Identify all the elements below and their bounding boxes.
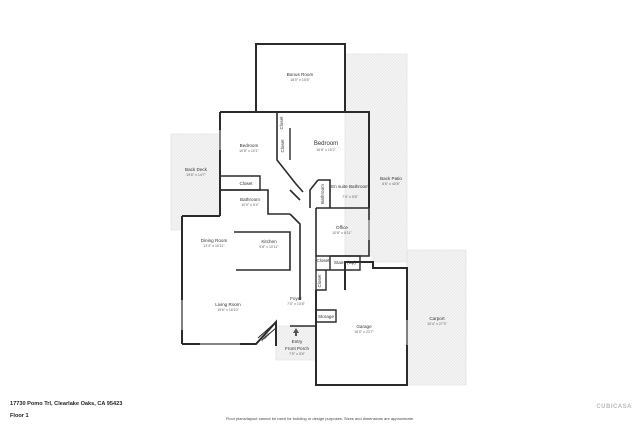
label-bedroom-main: Bedroom bbox=[314, 141, 338, 147]
disclaimer-text: Floor plans/layout cannot be used for bu… bbox=[225, 416, 415, 421]
storage-walls bbox=[316, 309, 337, 323]
label-closet-3: Closet bbox=[316, 258, 330, 263]
label-stairs: Stairs (Up) bbox=[334, 260, 356, 265]
label-closet-2: Closet bbox=[239, 181, 253, 186]
bath-walls bbox=[220, 189, 290, 215]
dims-back-deck: 19'6" x 14'7" bbox=[186, 173, 206, 177]
label-garage: Garage bbox=[356, 324, 372, 329]
back-patio-area bbox=[344, 53, 408, 263]
floor-label: Floor 1 bbox=[10, 413, 29, 419]
dims-carport: 10'4" x 27'3" bbox=[427, 322, 447, 326]
label-front-porch: Front Porch bbox=[285, 346, 309, 351]
label-back-deck: Back Deck bbox=[185, 167, 208, 172]
dims-office: 10'8" x 8'11" bbox=[332, 231, 352, 235]
room-labels: Bonus Room 18'0" x 15'6" Bedroom 16'8" x… bbox=[185, 72, 448, 356]
label-back-patio: Back Patio bbox=[380, 176, 402, 181]
entry-arrow-icon bbox=[293, 328, 299, 336]
hall-walls bbox=[289, 189, 301, 270]
label-dining-room: Dining Room bbox=[201, 238, 228, 243]
label-closet-1: Closet bbox=[279, 116, 284, 130]
entry-steps bbox=[257, 321, 277, 341]
foyer-walls bbox=[290, 270, 316, 327]
ensuite-walls bbox=[309, 179, 369, 209]
label-office: Office bbox=[336, 225, 348, 230]
dims-bathroom: 10'0" x 5'4" bbox=[241, 203, 259, 207]
label-bedroom-2: Bedroom bbox=[240, 143, 259, 148]
bedroom-divider bbox=[276, 112, 304, 193]
dining-walls bbox=[181, 215, 220, 344]
dims-dining-room: 13'4" x 10'11" bbox=[203, 244, 225, 248]
walls bbox=[181, 43, 408, 386]
label-closet-1b: Closet bbox=[280, 139, 285, 153]
closet-4-walls bbox=[315, 270, 327, 291]
label-entry: Entry bbox=[292, 339, 303, 344]
dims-living-room: 19'6" x 16'10" bbox=[217, 308, 239, 312]
dims-foyer: 7'5" x 10'8" bbox=[287, 302, 305, 306]
dims-front-porch: 7'5" x 5'8" bbox=[289, 352, 305, 356]
label-ensuite: En suite Bathroom bbox=[331, 184, 369, 189]
dims-bonus-room: 18'0" x 15'6" bbox=[290, 78, 310, 82]
dims-garage: 18'0" x 23'7" bbox=[354, 330, 374, 334]
label-foyer: Foyer bbox=[290, 296, 302, 301]
property-address: 17730 Pomo Trl, Clearlake Oaks, CA 95423 bbox=[10, 401, 123, 407]
dims-ensuite: 7'4" x 5'8" bbox=[342, 195, 358, 199]
upper-bedroom-walls bbox=[220, 111, 370, 208]
dims-kitchen: 9'8" x 10'11" bbox=[259, 245, 279, 249]
dims-bedroom-main: 16'8" x 15'2" bbox=[316, 148, 336, 152]
label-living-room: Living Room bbox=[215, 302, 241, 307]
label-kitchen: Kitchen bbox=[261, 239, 277, 244]
floor-plan: Bonus Room 18'0" x 15'6" Bedroom 16'8" x… bbox=[170, 43, 467, 386]
label-bathroom-vert: Bathroom bbox=[320, 184, 325, 204]
label-patio-2: Patio bbox=[259, 331, 270, 342]
kitchen-walls bbox=[234, 231, 291, 271]
outdoor-areas bbox=[170, 53, 467, 386]
label-storage: Storage bbox=[318, 314, 335, 319]
dims-back-patio: 8'6" x 40'8" bbox=[382, 182, 400, 186]
label-carport: Carport bbox=[429, 316, 445, 321]
garage-walls bbox=[315, 261, 408, 386]
label-bonus-room: Bonus Room bbox=[287, 72, 314, 77]
openings bbox=[181, 130, 408, 345]
label-bathroom: Bathroom bbox=[240, 197, 260, 202]
dims-bedroom-2: 10'8" x 10'1" bbox=[239, 149, 259, 153]
bonus-room-walls bbox=[255, 43, 346, 112]
brand-watermark: CUBICASA bbox=[596, 404, 632, 410]
label-closet-4: Closet bbox=[317, 274, 322, 288]
